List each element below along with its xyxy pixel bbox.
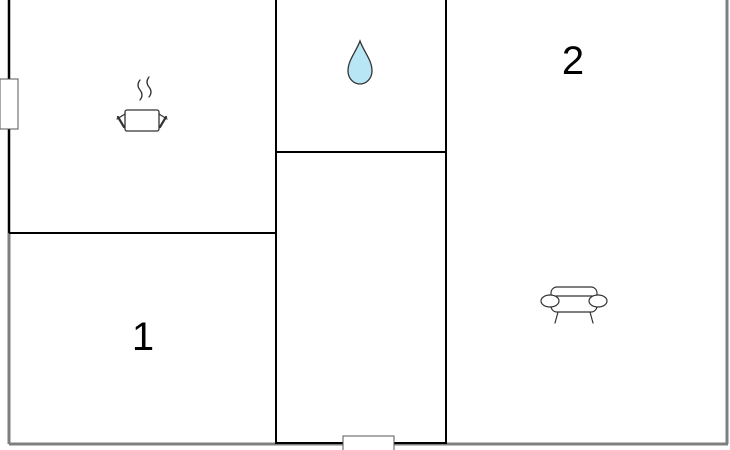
pot-body	[124, 109, 160, 132]
inner-walls	[8, 0, 447, 444]
window-west	[0, 78, 19, 130]
pot-grip-left	[116, 115, 126, 129]
sofa-leg-left	[554, 311, 559, 324]
pot-grip-right	[158, 115, 168, 129]
sofa-leg-right	[589, 311, 594, 324]
sofa-icon	[540, 286, 608, 324]
sofa-arm-right	[588, 294, 608, 308]
room-2-label: 2	[562, 39, 584, 83]
sofa-arm-left	[540, 294, 560, 308]
water-drop-icon	[347, 39, 373, 85]
door-south	[342, 435, 395, 450]
steam-left	[137, 79, 143, 101]
room-1-label: 1	[132, 315, 154, 359]
cooking-pot-icon	[116, 76, 168, 132]
steam-right	[146, 76, 152, 98]
